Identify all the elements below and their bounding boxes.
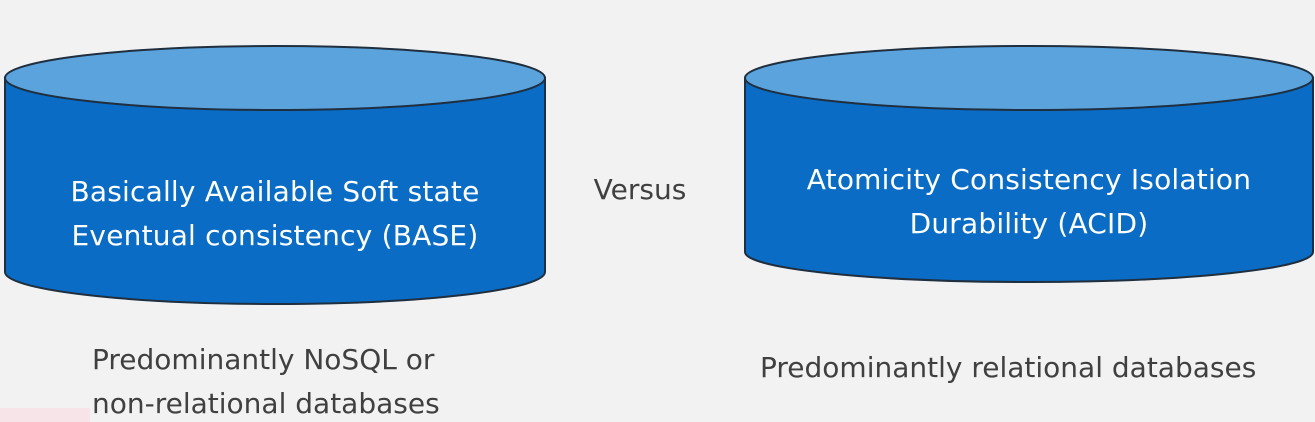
base-cylinder-label: Basically Available Soft state Eventual … — [70, 175, 480, 252]
acid-cylinder — [744, 45, 1314, 283]
base-cylinder — [4, 45, 546, 305]
acid-cylinder-top — [744, 45, 1314, 111]
acid-cylinder-label: Atomicity Consistency Isolation Durabili… — [806, 163, 1252, 240]
acid-caption: Predominantly relational databases — [760, 351, 1257, 384]
decorative-strip — [0, 408, 90, 422]
acid-cylinder-body — [744, 77, 1314, 283]
base-cylinder-top — [4, 45, 546, 111]
base-caption: Predominantly NoSQL or non-relational da… — [92, 343, 440, 420]
versus-label: Versus — [593, 173, 687, 206]
base-cylinder-body — [4, 77, 546, 305]
